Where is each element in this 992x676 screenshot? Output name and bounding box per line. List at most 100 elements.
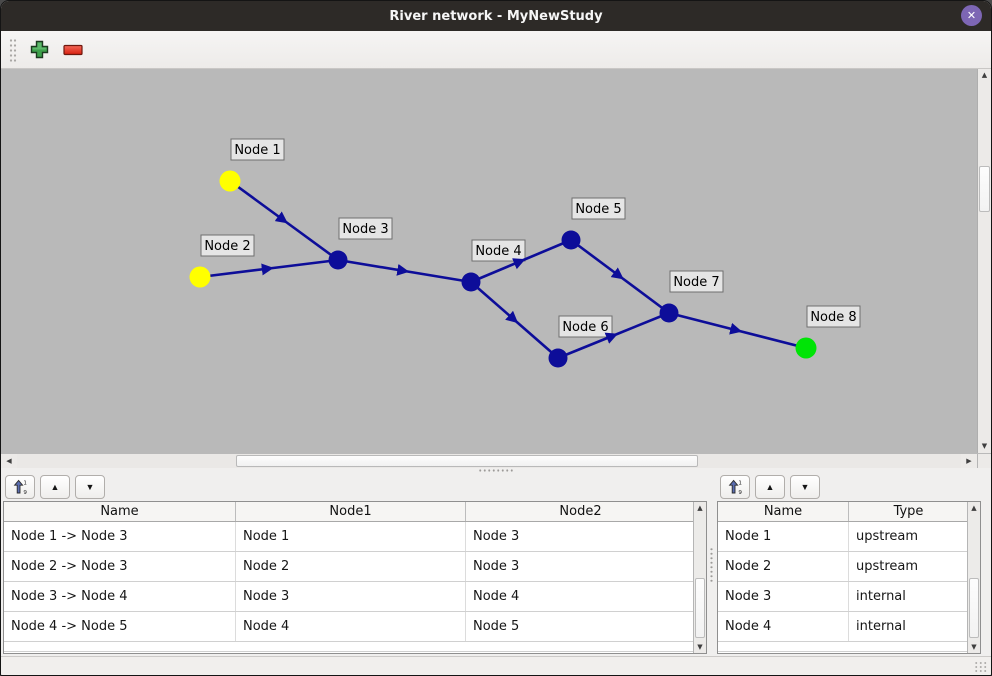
up-triangle-icon: ▲ [50, 482, 60, 492]
node-label: Node 5 [571, 197, 626, 220]
sort-ascending-icon: 1 9 [728, 479, 742, 495]
sort-button[interactable]: 1 9 [720, 475, 750, 499]
svg-text:Node 1: Node 1 [234, 143, 280, 158]
table-cell: Node 5 [473, 619, 520, 634]
splitter-handle-icon [478, 469, 514, 472]
sort-ascending-icon: 1 9 [13, 479, 27, 495]
edge-panel-toolbar: 1 9 ▲ ▼ [1, 473, 707, 501]
svg-text:Node 8: Node 8 [810, 310, 856, 325]
down-triangle-icon: ▼ [800, 482, 810, 492]
minus-icon [63, 44, 83, 55]
table-cell: Node 1 -> Node 3 [4, 522, 236, 551]
network-node[interactable] [659, 303, 679, 323]
svg-text:Node 3: Node 3 [342, 222, 388, 237]
move-up-button[interactable]: ▲ [755, 475, 785, 499]
canvas-vertical-scrollbar[interactable]: ▲ ▼ [977, 69, 991, 453]
column-header-name[interactable]: Name [4, 502, 236, 521]
scroll-up-icon[interactable]: ▲ [694, 502, 706, 514]
move-down-button[interactable]: ▼ [75, 475, 105, 499]
table-row[interactable]: Node 3 internal [718, 582, 980, 612]
scroll-down-icon[interactable]: ▼ [978, 440, 991, 453]
move-up-button[interactable]: ▲ [40, 475, 70, 499]
canvas-hscroll-thumb[interactable] [236, 455, 698, 467]
move-down-button[interactable]: ▼ [790, 475, 820, 499]
table-cell: Node 2 [236, 552, 466, 581]
network-node[interactable] [328, 250, 348, 270]
scroll-right-icon[interactable]: ▶ [961, 454, 977, 468]
down-triangle-icon: ▼ [85, 482, 95, 492]
svg-text:9: 9 [23, 490, 27, 495]
network-edge[interactable] [668, 311, 807, 350]
table-cell: Node 3 [718, 582, 849, 611]
network-edge[interactable] [570, 238, 670, 315]
horizontal-splitter[interactable] [1, 468, 991, 473]
svg-text:9: 9 [738, 490, 742, 495]
canvas-horizontal-scrollbar[interactable]: ◀ ▶ [1, 453, 991, 468]
scroll-up-icon[interactable]: ▲ [978, 69, 991, 82]
table-cell: internal [856, 589, 906, 604]
network-node[interactable] [548, 348, 568, 368]
network-node[interactable] [219, 170, 241, 192]
table-cell: upstream [856, 559, 919, 574]
titlebar: River network - MyNewStudy ✕ [1, 1, 991, 31]
add-button[interactable] [25, 36, 53, 64]
network-node[interactable] [461, 272, 481, 292]
scroll-up-icon[interactable]: ▲ [968, 502, 980, 514]
table-cell: upstream [856, 529, 919, 544]
network-node[interactable] [561, 230, 581, 250]
table-cell: Node 1 [236, 522, 466, 551]
status-bar [1, 656, 991, 675]
network-edge[interactable] [199, 258, 339, 279]
network-node[interactable] [189, 266, 211, 288]
remove-button[interactable] [59, 36, 87, 64]
toolbar-grip-handle[interactable] [9, 37, 17, 62]
node-label: Node 2 [200, 234, 255, 257]
node-panel-toolbar: 1 9 ▲ ▼ [716, 473, 991, 501]
svg-text:Node 2: Node 2 [204, 239, 250, 254]
table-cell: Node 3 [473, 529, 520, 544]
svg-text:Node 5: Node 5 [575, 202, 621, 217]
network-edge[interactable] [229, 179, 339, 262]
canvas-vscroll-thumb[interactable] [979, 166, 990, 212]
scroll-down-icon[interactable]: ▼ [968, 641, 980, 653]
sort-button[interactable]: 1 9 [5, 475, 35, 499]
svg-text:1: 1 [738, 481, 742, 487]
node-table-scrollbar[interactable]: ▲ ▼ [967, 502, 980, 653]
network-edge[interactable] [470, 281, 559, 359]
edge-table-header: Name Node1 Node2 [4, 502, 706, 522]
up-triangle-icon: ▲ [765, 482, 775, 492]
canvas-hscroll-track[interactable] [17, 454, 961, 468]
node-label: Node 8 [806, 305, 861, 328]
panel-splitter[interactable] [707, 473, 716, 656]
bottom-panels: 1 9 ▲ ▼ Name Node1 Node2 Node 1 -> Node … [1, 473, 991, 656]
edge-table-scroll-thumb[interactable] [695, 578, 705, 638]
close-icon: ✕ [966, 9, 977, 22]
network-edge[interactable] [470, 238, 572, 284]
resize-grip[interactable] [974, 661, 987, 672]
column-header-name[interactable]: Name [718, 502, 849, 521]
column-header-node2[interactable]: Node2 [559, 504, 602, 519]
network-edge[interactable] [337, 258, 472, 284]
main-toolbar [1, 31, 991, 69]
scroll-left-icon[interactable]: ◀ [1, 454, 17, 468]
close-button[interactable]: ✕ [961, 5, 982, 26]
column-header-node1[interactable]: Node1 [236, 502, 466, 521]
edge-table-scrollbar[interactable]: ▲ ▼ [693, 502, 706, 653]
scroll-down-icon[interactable]: ▼ [694, 641, 706, 653]
column-header-type[interactable]: Type [893, 504, 924, 519]
node-table-scroll-thumb[interactable] [969, 578, 979, 638]
network-node[interactable] [795, 337, 817, 359]
network-edge[interactable] [557, 311, 670, 360]
svg-text:Node 4: Node 4 [475, 244, 521, 259]
